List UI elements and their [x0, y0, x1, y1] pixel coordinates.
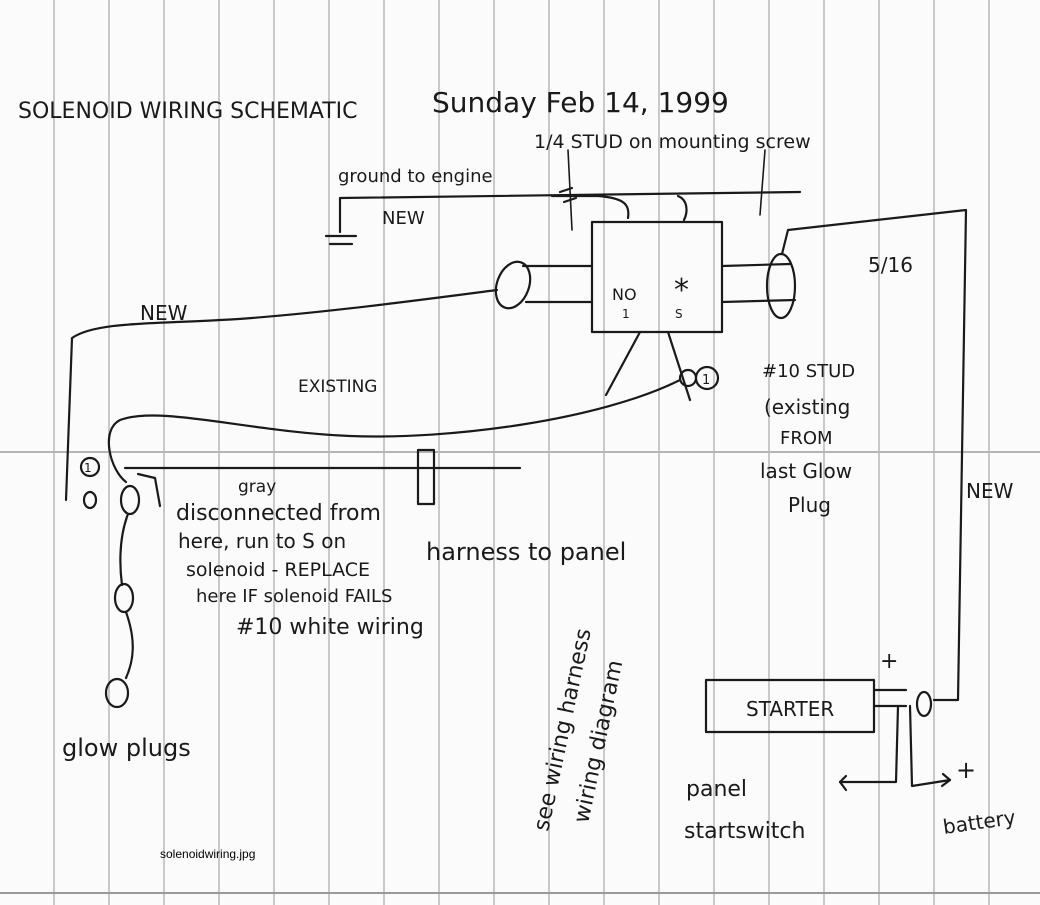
size-label: 5/16 [868, 253, 913, 277]
panel-label-2: startswitch [684, 819, 805, 844]
existing-label: EXISTING [298, 377, 377, 397]
glow-plug-chain [104, 466, 522, 709]
disconnect-note-3: solenoid - REPLACE [186, 559, 370, 581]
quarter-stud-label: 1/4 STUD on mounting screw [534, 131, 811, 153]
starter-block [704, 678, 952, 792]
terminal-one-label: 1 [84, 461, 92, 475]
battery-label: battery [941, 805, 1017, 839]
stud-ten-line-3: FROM [780, 428, 833, 449]
disconnect-note-2: here, run to S on [178, 529, 346, 553]
stud-ten-line-4: last Glow [760, 459, 852, 483]
page-title: SOLENOID WIRING SCHEMATIC [18, 99, 358, 124]
harness-label: harness to panel [426, 538, 626, 566]
asterisk-mark: * [674, 273, 689, 308]
new-ground-label: NEW [382, 208, 425, 229]
file-caption: solenoidwiring.jpg [160, 847, 256, 861]
stud-ten-line-5: Plug [788, 493, 831, 517]
disconnect-note-5: #10 white wiring [236, 615, 424, 640]
battery-plus: + [956, 756, 976, 784]
no-terminal-label: NO [612, 285, 637, 304]
stud-ten-line-1: #10 STUD [762, 361, 855, 382]
starter-plus: + [880, 649, 898, 674]
left-terminal [64, 260, 594, 502]
existing-wire [107, 330, 720, 484]
ground-symbol [324, 190, 802, 246]
disconnect-note-4: here IF solenoid FAILS [196, 586, 392, 607]
stud-ten-line-2: (existing [764, 395, 850, 419]
glow-plug-2 [113, 582, 135, 614]
solenoid-box [590, 220, 724, 334]
starter-label: STARTER [746, 697, 834, 721]
right-terminal [720, 208, 968, 702]
quarter-stud-connections [550, 149, 766, 231]
gray-wire-label: gray [238, 477, 276, 497]
page-date: Sunday Feb 14, 1999 [432, 86, 729, 119]
s-terminal-small-label: S [675, 307, 683, 321]
glow-plug-3 [104, 677, 130, 709]
new-right-label: NEW [966, 479, 1014, 503]
disconnect-note-1: disconnected from [176, 501, 381, 526]
circled-one [694, 365, 720, 391]
terminal-1-small-label: 1 [622, 307, 630, 321]
panel-label-1: panel [686, 777, 747, 802]
harness-connector [416, 448, 436, 506]
glow-plug-1 [119, 484, 141, 516]
new-left-label: NEW [140, 301, 188, 325]
glow-plugs-label: glow plugs [62, 734, 191, 762]
ground-label: ground to engine [338, 166, 493, 187]
terminal-one [79, 456, 101, 510]
circled-one-label: 1 [702, 373, 710, 388]
